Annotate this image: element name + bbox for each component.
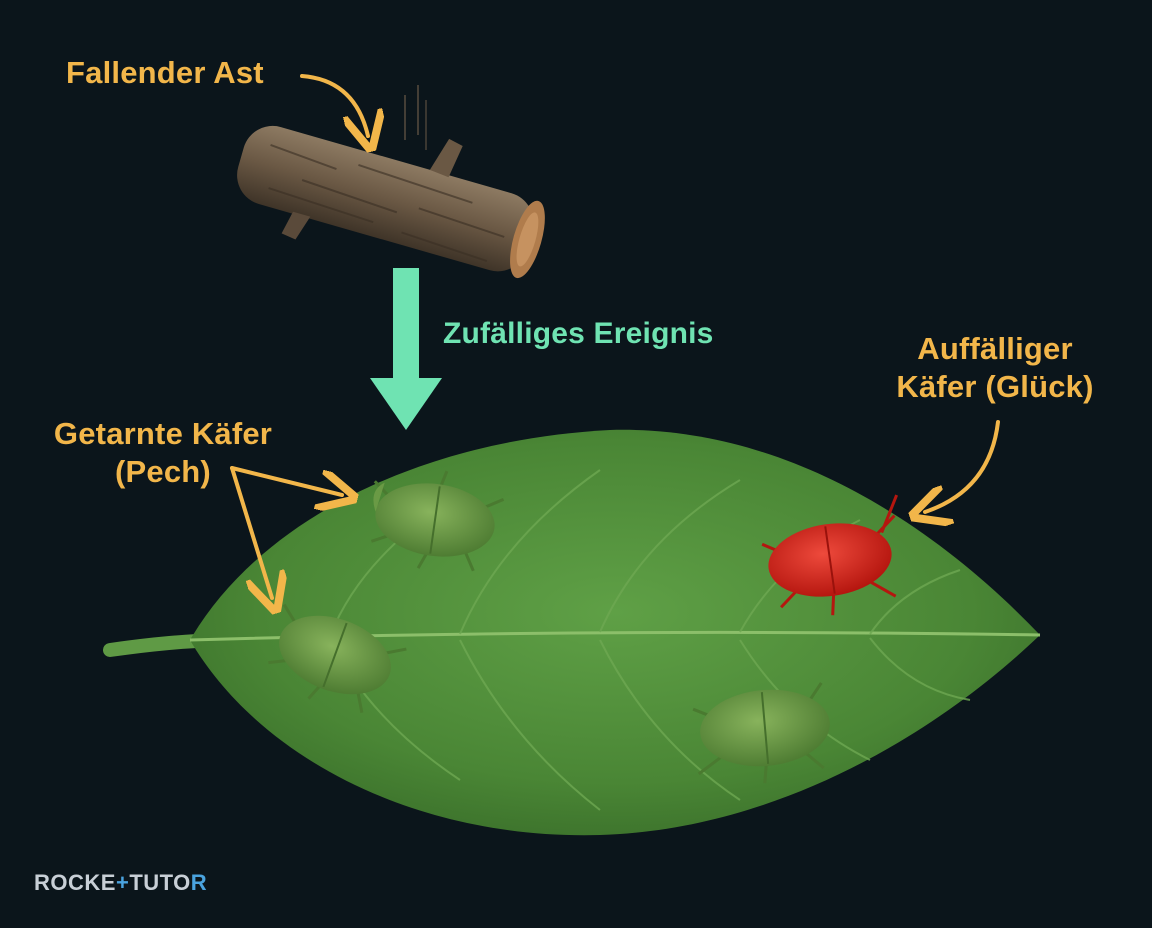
random-event-label: Zufälliges Ereignis xyxy=(443,317,714,350)
logo-part4: R xyxy=(190,870,208,895)
logo-part1: ROCKE xyxy=(34,870,116,895)
conspicuous-label-line2: Käfer (Glück) xyxy=(896,369,1094,404)
conspicuous-label-line1: Auffälliger xyxy=(917,331,1073,366)
random-event-arrow xyxy=(370,268,442,430)
annotation-arrows xyxy=(230,74,1000,598)
camouflaged-label-line2: (Pech) xyxy=(115,454,211,489)
logo-part3: TUTO xyxy=(129,870,191,895)
camouflaged-beetles-label: Getarnte Käfer (Pech) xyxy=(18,415,308,491)
falling-branch-image xyxy=(237,85,545,279)
logo-part2: + xyxy=(115,870,130,895)
conspicuous-beetle-label: Auffälliger Käfer (Glück) xyxy=(870,330,1120,406)
camouflaged-beetle xyxy=(692,682,830,784)
camouflaged-beetle xyxy=(370,470,505,572)
conspicuous-beetle xyxy=(761,494,899,616)
camouflaged-beetle xyxy=(268,603,407,713)
brand-logo: ROCKE+TUTOR xyxy=(34,870,207,896)
falling-branch-label: Fallender Ast xyxy=(66,55,264,90)
camouflaged-label-line1: Getarnte Käfer xyxy=(53,416,273,451)
